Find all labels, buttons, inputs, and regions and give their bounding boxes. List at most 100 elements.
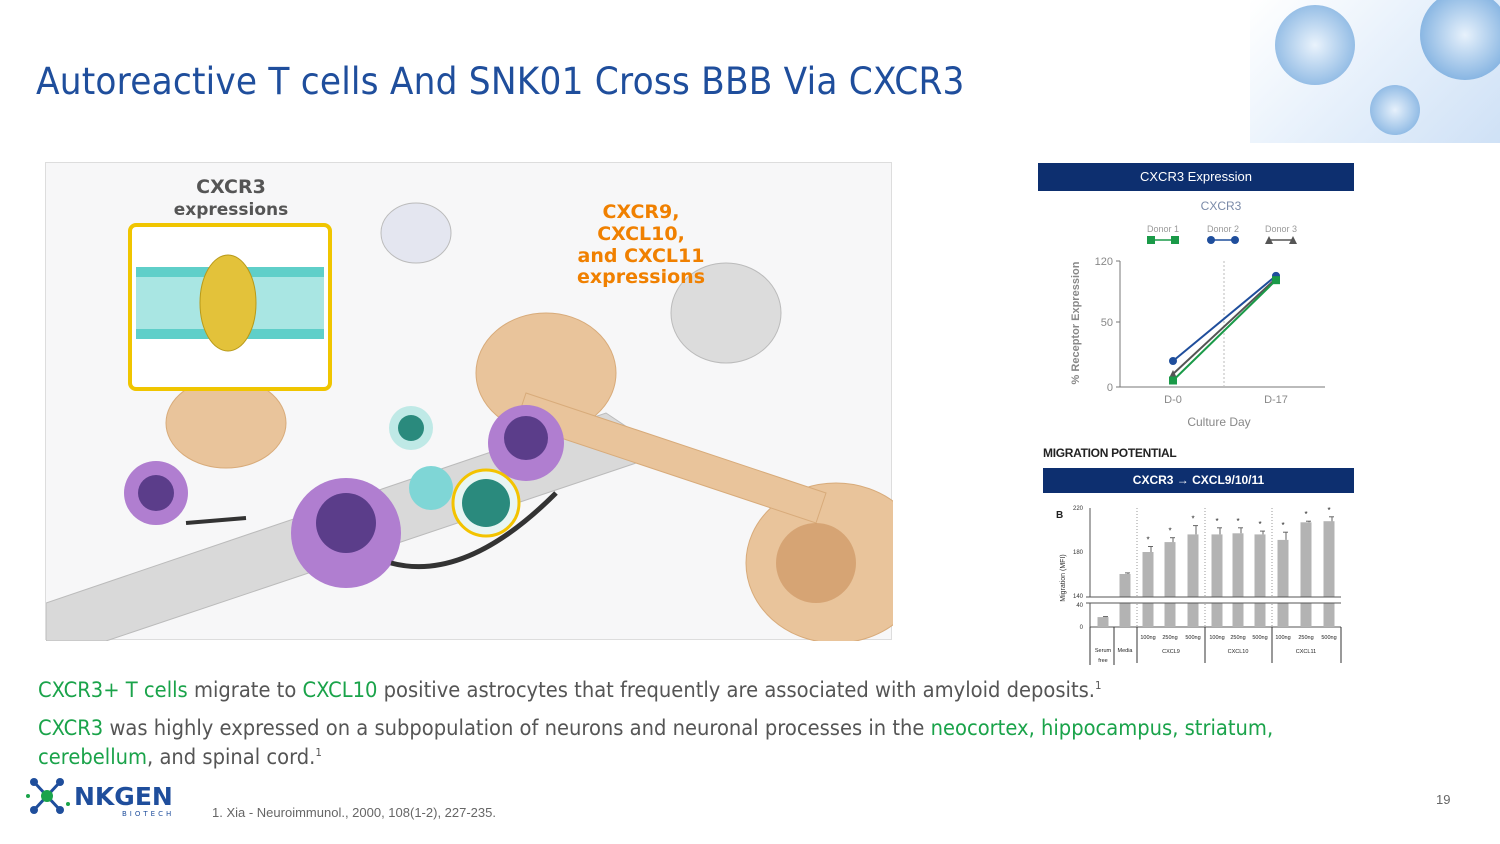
y-tick-label: 40: [1076, 603, 1083, 609]
label-chemokine-1: CXCR9,: [603, 201, 680, 223]
bar-label: 500ng: [1185, 635, 1200, 641]
data-point: [1289, 236, 1297, 244]
group-label: CXCL10: [1228, 649, 1249, 655]
highlight: cerebellum: [38, 745, 148, 769]
body-paragraph-1: CXCR3+ T cells migrate to CXCL10 positiv…: [38, 678, 1102, 702]
y-axis-label: Migration (MFI): [1060, 554, 1067, 601]
page-title: Autoreactive T cells And SNK01 Cross BBB…: [36, 60, 965, 103]
significance-star: *: [1236, 517, 1239, 526]
nkgen-logo: NKGEN BIOTECH: [26, 774, 186, 820]
bar: [1211, 534, 1223, 627]
series-line-Donor 1: [1172, 279, 1277, 382]
text: migrate to: [187, 678, 303, 702]
migration-chart-header: CXCR3 → CXCL9/10/11: [1043, 468, 1354, 493]
bar: [1097, 617, 1109, 627]
bar-label: 250ng: [1298, 635, 1313, 641]
significance-star: *: [1327, 506, 1330, 515]
significance-star: *: [1191, 515, 1194, 524]
significance-star: *: [1168, 527, 1171, 536]
highlight: neocortex, hippocampus, striatum,: [930, 716, 1274, 740]
significance-star: *: [1146, 536, 1149, 545]
bar-label: 250ng: [1162, 635, 1177, 641]
body-paragraph-2: CXCR3 was highly expressed on a subpopul…: [38, 716, 1273, 740]
y-axis-label: % Receptor Expression: [1070, 261, 1082, 384]
data-point: [1169, 376, 1177, 385]
highlight: CXCL10: [302, 678, 378, 702]
migration-bar-chart: B 140 180 220 0 40 Migration (MFI) * 100ng * 250ng…: [1056, 506, 1342, 665]
significance-star: *: [1215, 517, 1218, 526]
data-point: [1207, 236, 1215, 244]
series-line-Donor 3: [1172, 277, 1277, 375]
axis-break: [1086, 597, 1342, 603]
group-label: free: [1098, 658, 1107, 664]
y-tick-label: 0: [1080, 625, 1084, 631]
highlight: CXCR3+ T cells: [38, 678, 188, 702]
bar-label: 500ng: [1321, 635, 1336, 641]
label-chemokine-4: expressions: [577, 266, 705, 288]
data-point: [1169, 370, 1177, 378]
data-point: [1171, 236, 1179, 244]
bar-label: 100ng: [1140, 635, 1155, 641]
bar-label: 100ng: [1209, 635, 1224, 641]
significance-star: *: [1258, 520, 1261, 529]
group-label: Serum: [1095, 648, 1112, 654]
immune-cell-icon: [124, 405, 564, 588]
logo-text: NKGEN: [74, 782, 173, 811]
bar: [1232, 533, 1244, 627]
bar: [1323, 521, 1335, 627]
bar-label: 500ng: [1252, 635, 1267, 641]
cxcr3-expression-header: CXCR3 Expression: [1038, 163, 1354, 191]
page-number: 19: [1436, 792, 1451, 807]
body-paragraph-2-cont: cerebellum, and spinal cord.1: [38, 745, 322, 769]
bar: [1142, 552, 1154, 627]
data-point: [1231, 236, 1239, 244]
text: positive astrocytes that frequently are …: [377, 678, 1096, 702]
bar-label: 250ng: [1230, 635, 1245, 641]
label-chemokine-3: and CXCL11: [578, 245, 705, 267]
label-cxcr3: CXCR3: [196, 176, 266, 198]
legend-label: Donor 1: [1147, 224, 1179, 234]
migration-section-title: MIGRATION POTENTIAL: [1043, 446, 1177, 460]
label-expressions: expressions: [174, 200, 289, 220]
significance-star: *: [1304, 510, 1307, 519]
data-point: [1272, 276, 1280, 285]
footnote-ref: 1: [1095, 679, 1102, 692]
group-label: CXCL11: [1296, 649, 1316, 655]
y-tick-label: 140: [1073, 594, 1084, 600]
legend-label: Donor 2: [1207, 224, 1239, 234]
bar: [1300, 522, 1312, 627]
y-tick-label: 180: [1073, 550, 1084, 556]
legend-label: Donor 3: [1265, 224, 1297, 234]
data-point: [1169, 357, 1177, 365]
reference-footnote: 1. Xia - Neuroimmunol., 2000, 108(1-2), …: [212, 805, 496, 820]
y-tick-label: 50: [1101, 317, 1113, 329]
bar: [1254, 534, 1266, 627]
x-tick-label: D-0: [1164, 394, 1182, 406]
x-axis-label: Culture Day: [1187, 415, 1250, 429]
bar: [1277, 539, 1289, 627]
bbb-illustration: CXCR3 expressions CXCR9, CXCL10, and CXC…: [45, 162, 927, 644]
text: , and spinal cord.: [147, 745, 316, 769]
logo-subtext: BIOTECH: [122, 810, 174, 818]
y-tick-label: 220: [1073, 506, 1084, 512]
label-chemokine-2: CXCL10,: [597, 223, 685, 245]
significance-star: *: [1281, 521, 1284, 530]
bar: [1187, 534, 1199, 627]
y-tick-label: 0: [1107, 382, 1113, 394]
data-point: [1265, 236, 1273, 244]
data-point: [1147, 236, 1155, 244]
group-label: CXCL9: [1162, 649, 1180, 655]
bar-label: 100ng: [1275, 635, 1290, 641]
series-line-Donor 2: [1172, 275, 1277, 362]
bar: [1164, 542, 1176, 627]
chart-subtitle: CXCR3: [1201, 199, 1242, 213]
text: was highly expressed on a subpopulation …: [103, 716, 931, 740]
x-tick-label: D-17: [1264, 394, 1288, 406]
panel-label: B: [1056, 510, 1063, 521]
footnote-ref: 1: [315, 746, 322, 759]
highlight: CXCR3: [38, 716, 104, 740]
group-label: Media: [1118, 648, 1134, 654]
y-tick-label: 120: [1095, 256, 1113, 268]
decorative-cells-image: [1250, 0, 1500, 143]
